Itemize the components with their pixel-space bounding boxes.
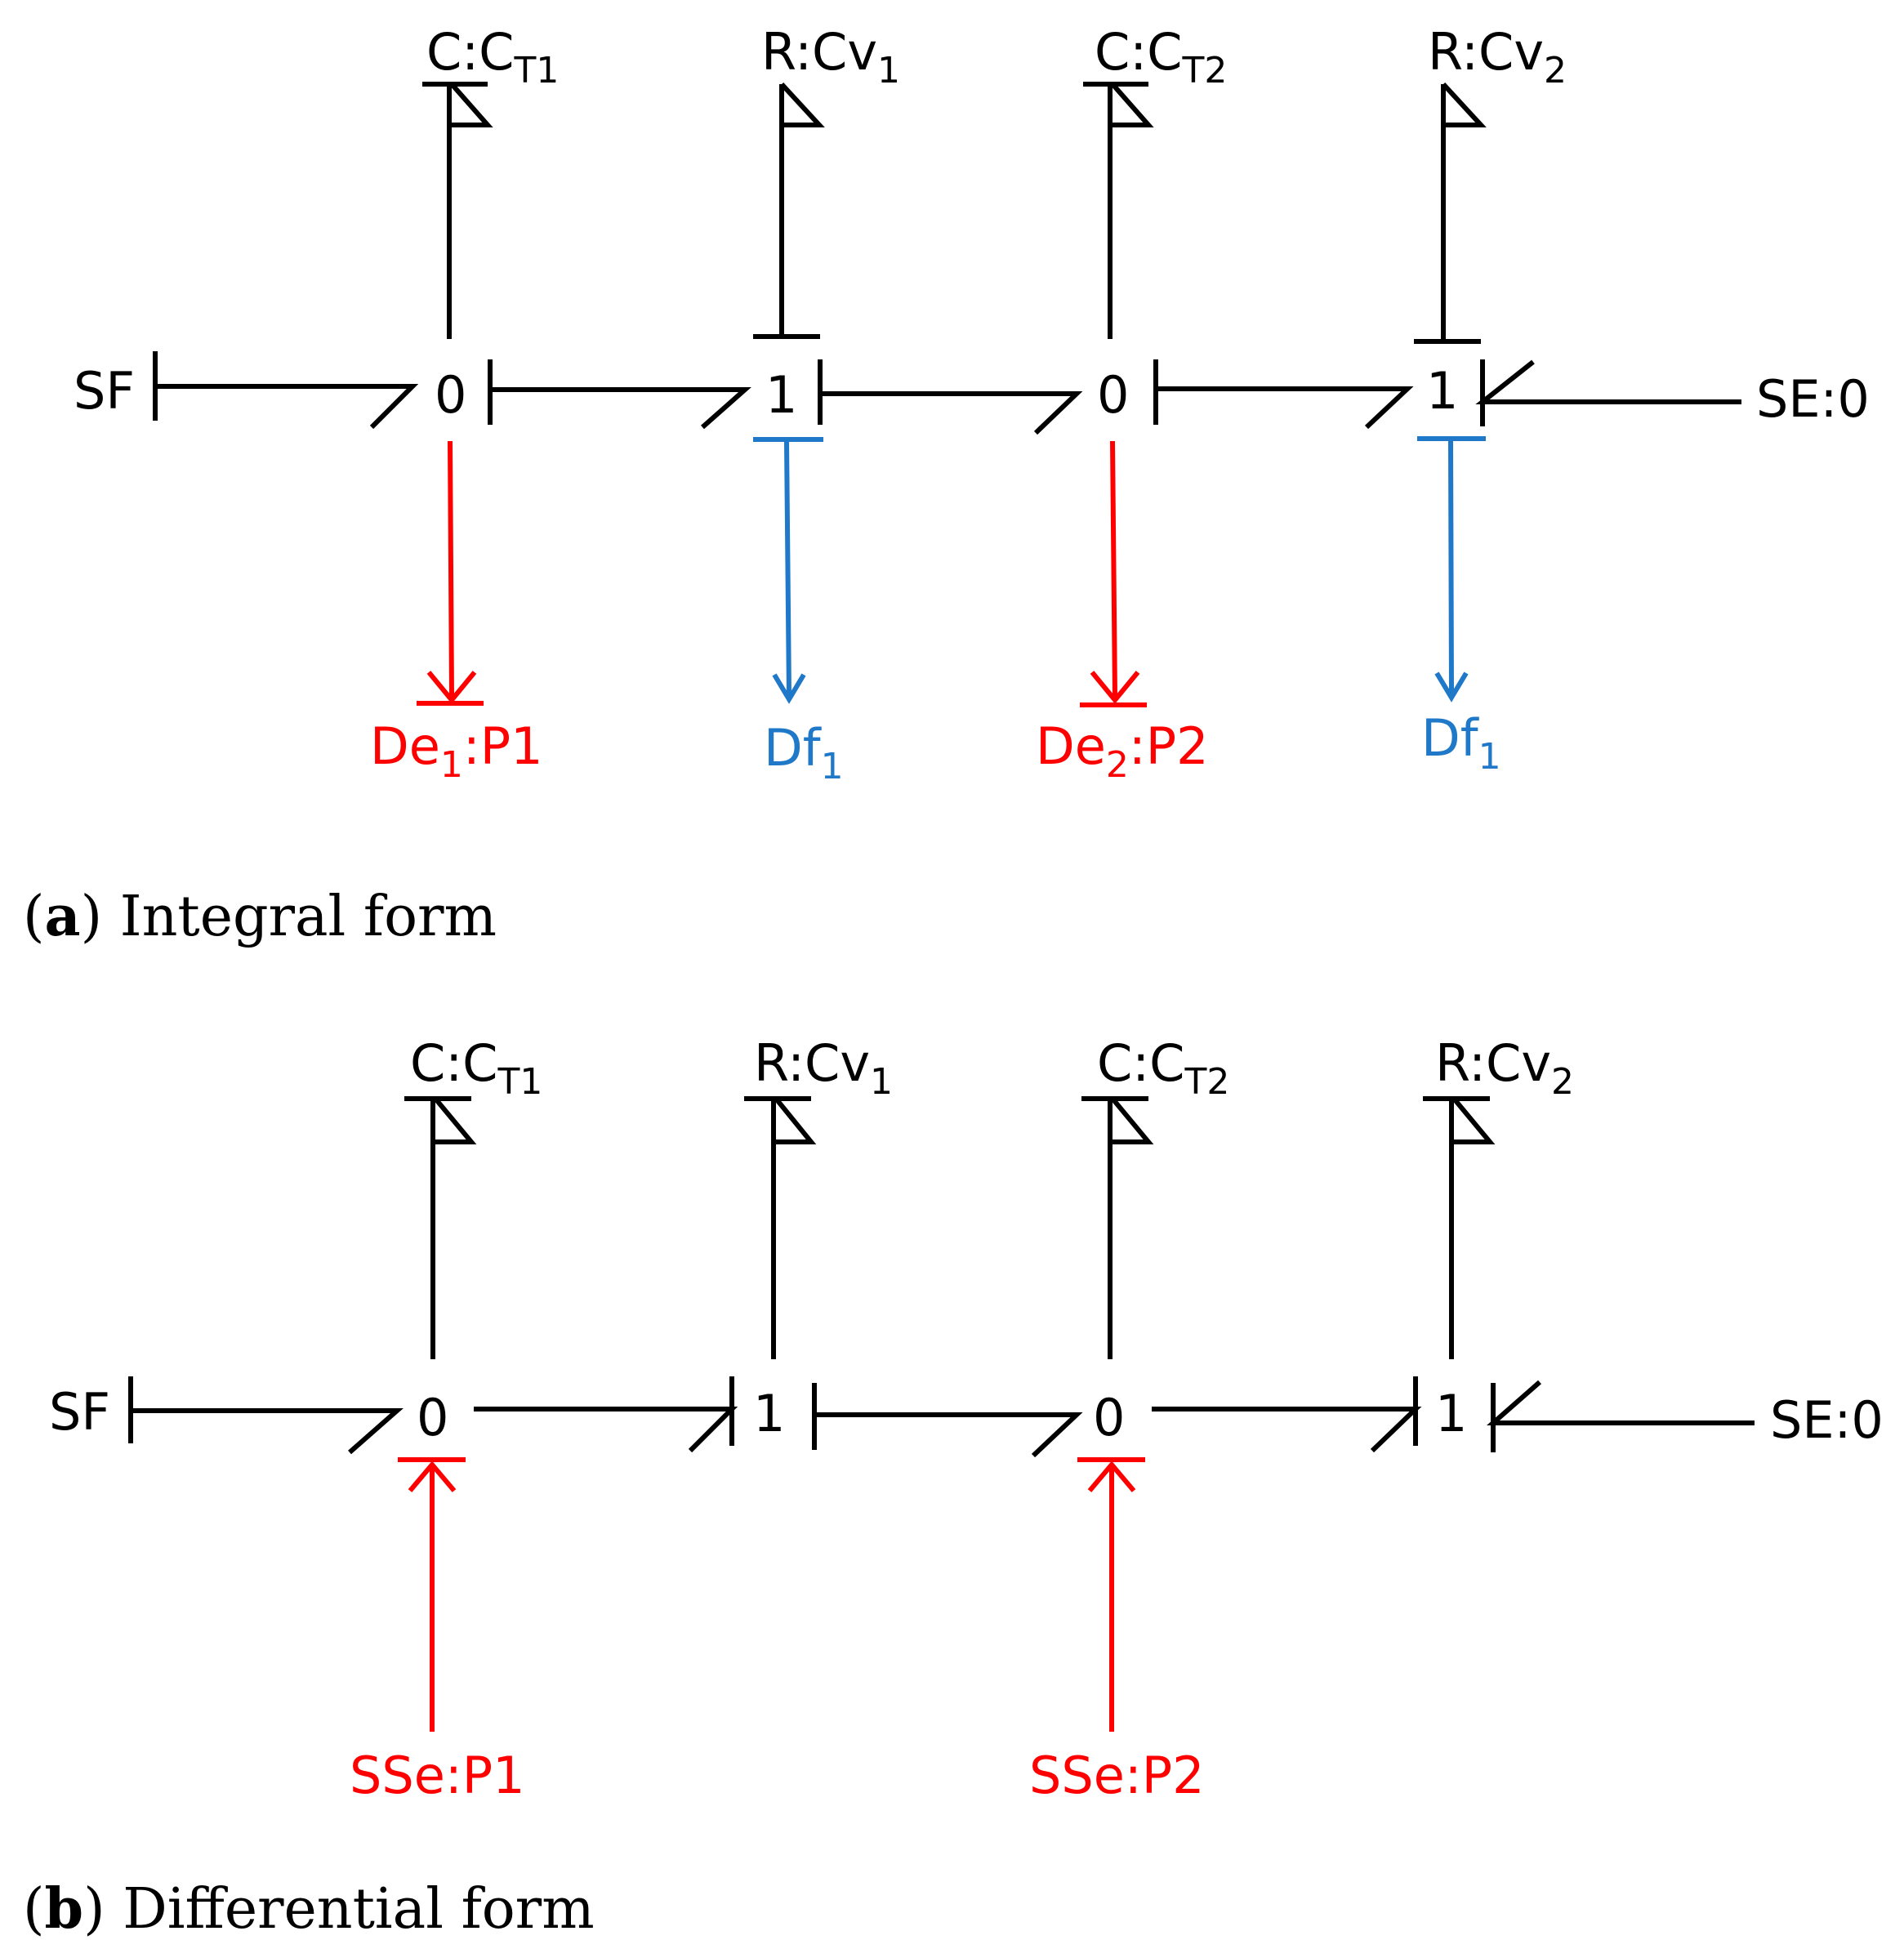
effort-detector-2 (1080, 440, 1147, 707)
bond-r-cv1 (753, 82, 825, 339)
source-bond-p2 (1077, 1457, 1145, 1732)
se-label-b: SE:0 (1770, 1390, 1884, 1450)
sf-label: SF (74, 361, 135, 421)
junction-1-b1: 1 (753, 1384, 785, 1443)
source-bond-p1 (398, 1457, 466, 1732)
bottom-label-df1-a: Df1 (764, 718, 844, 787)
caption-b: (b) Differential form (23, 1876, 595, 1940)
top-label-cv1-b: R:Cv1 (754, 1033, 893, 1103)
bond-r-cv2-b (1423, 1096, 1496, 1359)
bottom-label-df1-b: Df1 (1421, 708, 1501, 778)
bottom-label-de2: De2:P2 (1036, 716, 1209, 786)
top-label-ct1: C:CT1 (426, 22, 559, 91)
flow-detector-2 (1417, 436, 1486, 702)
se-label: SE:0 (1756, 369, 1870, 429)
bond-sf-to-0 (153, 351, 419, 430)
panel-a-integral-form: C:CT1 R:Cv1 C:CT2 R:Cv2 SF (23, 22, 1870, 949)
bond-c-ct2 (1083, 82, 1154, 339)
bond-1-to-0-b (812, 1383, 1083, 1458)
junction-0-b1: 0 (417, 1388, 448, 1447)
junction-1-a2: 1 (1426, 361, 1458, 421)
bond-sf-to-0-b (128, 1376, 404, 1455)
sf-label-b: SF (49, 1382, 110, 1442)
bond-c-ct2-b (1081, 1096, 1154, 1359)
junction-0-a2: 0 (1097, 365, 1129, 425)
top-label-ct2: C:CT2 (1095, 22, 1227, 91)
top-label-cv2: R:Cv2 (1428, 22, 1567, 91)
top-label-ct2-b: C:CT2 (1097, 1033, 1229, 1103)
bond-c-ct1-b (404, 1096, 477, 1359)
bond-0-to-1-a2 (1153, 359, 1414, 430)
bond-0-to-1-b2 (1152, 1376, 1422, 1453)
junction-0-b2: 0 (1093, 1388, 1125, 1447)
bond-0-to-1-a (488, 359, 751, 430)
flow-detector-1 (753, 437, 823, 704)
panel-b-differential-form: C:CT1 R:Cv1 C:CT2 R:Cv2 SF (23, 1033, 1884, 1940)
bond-0-to-1-b (474, 1376, 738, 1453)
effort-detector-1 (417, 440, 484, 706)
bond-r-cv1-b (744, 1096, 817, 1359)
top-label-cv2-b: R:Cv2 (1435, 1033, 1574, 1103)
top-label-ct1-b: C:CT1 (410, 1033, 542, 1103)
junction-1-b2: 1 (1435, 1384, 1467, 1443)
bond-se-to-1-a (1475, 359, 1741, 426)
bond-1-to-0-a (818, 359, 1083, 435)
bond-se-to-1-b (1487, 1380, 1755, 1452)
top-label-cv1: R:Cv1 (761, 22, 900, 91)
source-label-p1: SSe:P1 (350, 1746, 525, 1805)
bond-c-ct1 (422, 82, 493, 339)
junction-1-a1: 1 (765, 365, 797, 425)
junction-0-a1: 0 (435, 365, 466, 425)
bottom-label-de1: De1:P1 (370, 716, 543, 786)
source-label-p2: SSe:P2 (1029, 1746, 1205, 1805)
caption-a: (a) Integral form (23, 884, 497, 949)
bond-r-cv2 (1414, 82, 1487, 344)
